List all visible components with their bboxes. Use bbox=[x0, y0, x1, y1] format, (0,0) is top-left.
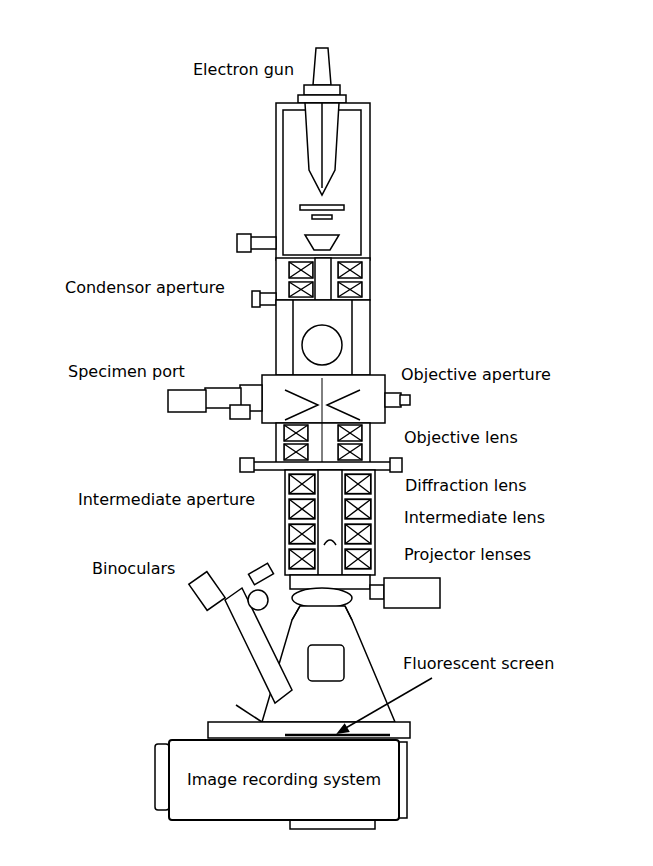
part-label: Diffraction lens bbox=[405, 476, 526, 496]
lens-stack bbox=[285, 470, 375, 575]
part-label: Objective aperture bbox=[401, 365, 551, 385]
objective-section bbox=[168, 375, 410, 472]
part-label: Condensor aperture bbox=[65, 278, 225, 298]
part-label: Projector lenses bbox=[404, 545, 531, 565]
box-text: Image recording system bbox=[187, 770, 381, 790]
part-label: Binoculars bbox=[92, 559, 175, 579]
electron-gun bbox=[237, 48, 370, 260]
part-label: Electron gun bbox=[193, 60, 294, 80]
part-label: Intermediate aperture bbox=[78, 490, 255, 510]
binoculars bbox=[189, 563, 292, 703]
base bbox=[155, 722, 410, 829]
part-label: Objective lens bbox=[404, 428, 518, 448]
leader-arrow bbox=[338, 678, 432, 733]
part-label: Specimen port bbox=[68, 362, 185, 382]
part-label: Fluorescent screen bbox=[403, 654, 554, 674]
recording-box: Image recording system bbox=[168, 739, 400, 821]
column bbox=[276, 300, 370, 375]
part-label: Intermediate lens bbox=[404, 508, 545, 528]
